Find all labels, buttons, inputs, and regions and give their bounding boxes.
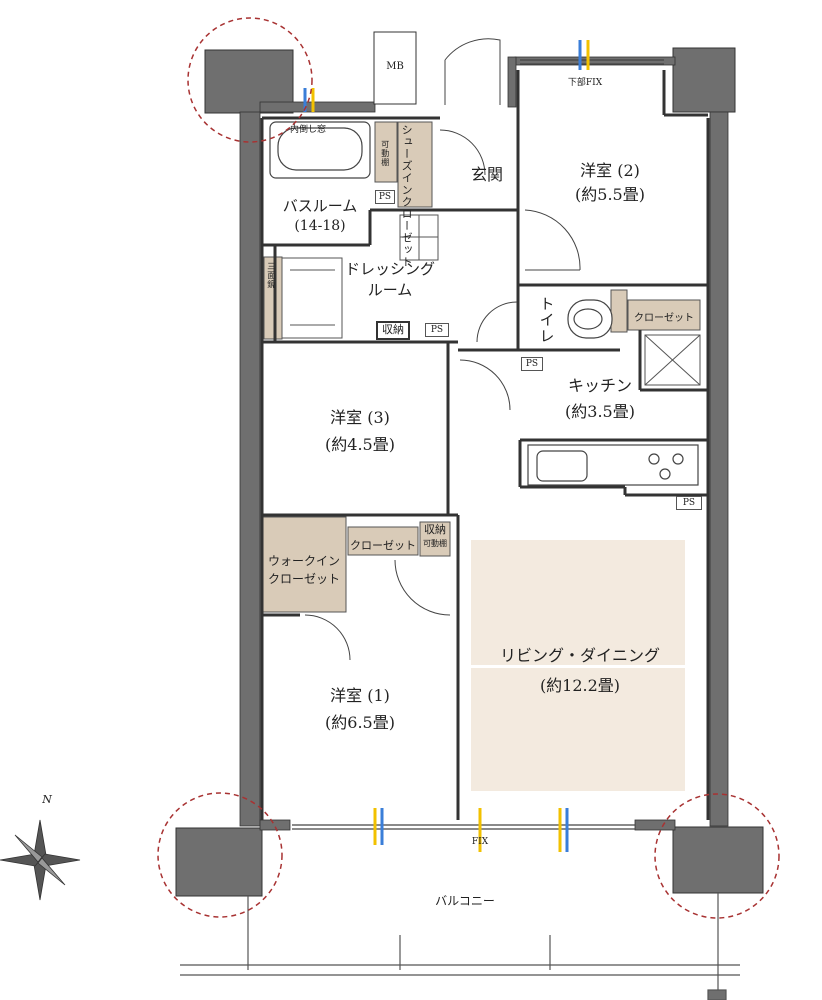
bath-size: (14-18) (294, 218, 346, 234)
shoes-shelf-label: 可動棚 (380, 140, 390, 167)
kitchen-name: キッチン (567, 376, 632, 395)
closet-label: クローゼット (350, 539, 416, 552)
door-swings (304, 38, 581, 661)
western2-size: (約5.5畳) (575, 185, 645, 204)
lower-fix-label: 下部FIX (567, 78, 603, 88)
interior-walls (260, 70, 710, 820)
appliance-box (644, 334, 701, 386)
shuno-mid-label: 収納 (424, 523, 446, 536)
western1-size: (約6.5畳) (325, 713, 395, 732)
wash-shelf-label: 三面鏡 (266, 262, 276, 289)
compass-rose (0, 819, 81, 901)
western2-name: 洋室 (2) (580, 161, 640, 180)
kitchen-size: (約3.5畳) (565, 402, 635, 421)
kitchen-counter (527, 444, 699, 486)
entrance-label: 玄関 (470, 165, 503, 184)
washstand (281, 214, 439, 339)
ps-kitchen: PS (521, 357, 543, 372)
shuno-mid-shelf: 可動棚 (423, 539, 447, 548)
western3-name: 洋室 (3) (330, 408, 390, 427)
bathtub (269, 121, 371, 179)
shoes-closet-label: シューズインクローゼット (400, 124, 414, 268)
living-size: (約12.2畳) (539, 676, 621, 695)
ps-bath: PS (375, 190, 395, 205)
western1-name: 洋室 (1) (330, 686, 390, 705)
dressing-line2: ルーム (367, 281, 413, 299)
closet-toilet-label: クローゼット (634, 313, 694, 324)
toilet-fixture (567, 299, 613, 339)
inner-window-label: 内倒し窓 (289, 125, 326, 135)
dressing-line1: ドレッシング (344, 260, 435, 278)
column-highlights (157, 17, 780, 919)
western3-size: (約4.5畳) (325, 435, 395, 454)
ps-living: PS (676, 496, 702, 511)
balcony-railing (180, 893, 740, 1000)
fix-label: FIX (471, 837, 489, 847)
north-label: N (42, 793, 52, 806)
bath-name: バスルーム (282, 197, 358, 215)
columns (175, 47, 764, 897)
shuno-dressing-label: 収納 (376, 321, 410, 340)
walkin-line1: ウォークイン (267, 554, 340, 568)
mb-label: MB (386, 61, 404, 72)
ps-dressing: PS (425, 323, 449, 338)
toilet-label: トイレ (537, 296, 556, 344)
closet-fills (261, 121, 701, 613)
balcony-label: バルコニー (435, 894, 495, 908)
living-floor (471, 540, 685, 791)
exterior-walls (239, 56, 729, 831)
mb-box (373, 31, 417, 105)
walkin-line2: クローゼット (267, 572, 340, 586)
living-name: リビング・ダイニング (499, 646, 660, 665)
